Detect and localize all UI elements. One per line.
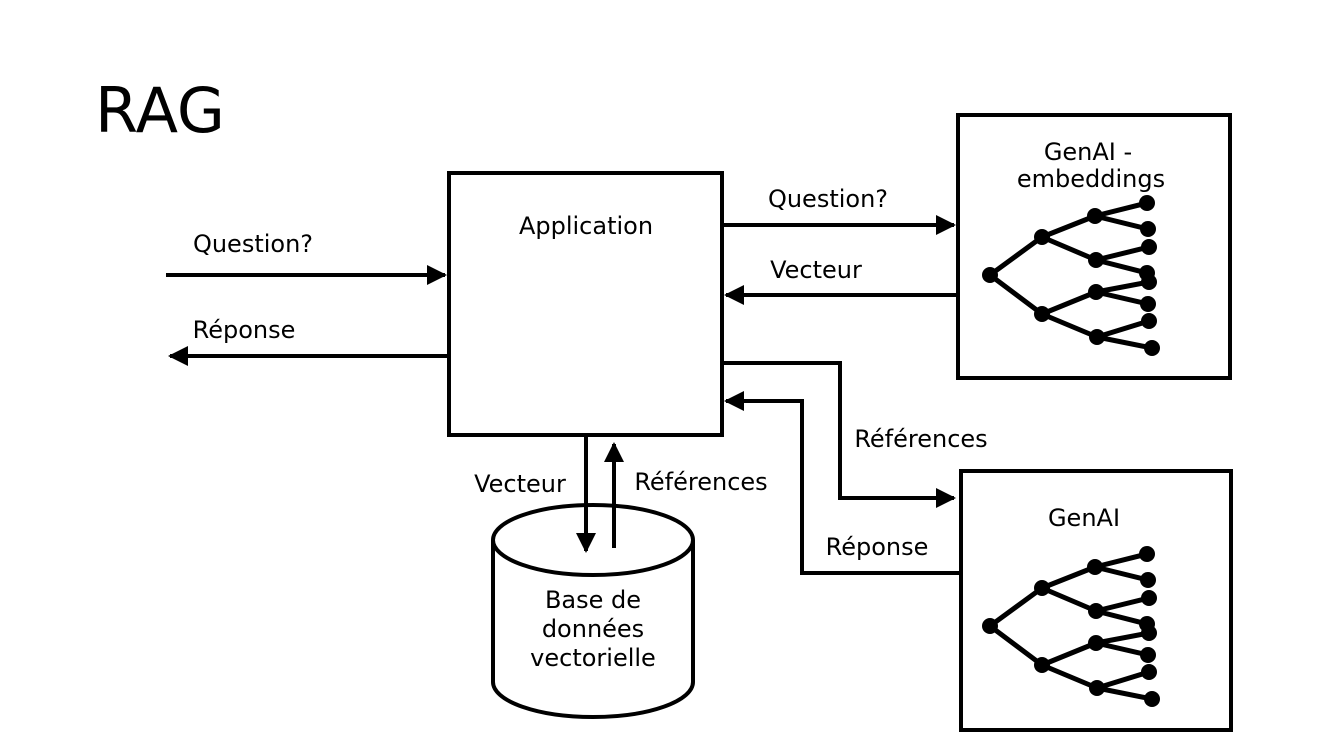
edge-embeddings-vecteur: Vecteur [724, 256, 958, 305]
application-node: Application [447, 171, 724, 437]
user-question-label: Question? [193, 230, 313, 258]
embeddings-vecteur-label: Vecteur [770, 256, 862, 284]
edge-user-question: Question? [166, 230, 447, 285]
vector-db-label-line3: vectorielle [530, 644, 656, 672]
genai-embeddings-label-line2: embeddings [1017, 165, 1165, 193]
vector-db-node: Base de données vectorielle [491, 503, 695, 719]
edge-user-reponse: Réponse [168, 316, 449, 366]
db-references-label: Références [634, 468, 767, 496]
genai-reponse-arrow [724, 391, 961, 575]
edge-genai-reponse: Réponse [724, 391, 961, 575]
embeddings-question-label: Question? [768, 185, 888, 213]
application-box [447, 171, 724, 437]
application-label: Application [519, 212, 653, 240]
genai-references-label: Références [854, 425, 987, 453]
genai-reponse-label: Réponse [826, 533, 929, 561]
page-title: RAG [95, 74, 225, 147]
edge-genai-references: Références [722, 361, 988, 508]
genai-box [959, 469, 1233, 732]
genai-label: GenAI [1048, 504, 1120, 532]
vector-db-label-line1: Base de [545, 586, 641, 614]
genai-node: GenAI [959, 469, 1233, 732]
user-reponse-label: Réponse [193, 316, 296, 344]
database-cylinder-body [491, 540, 695, 719]
edge-db-vecteur: Vecteur [474, 435, 596, 553]
db-vecteur-label: Vecteur [474, 470, 566, 498]
genai-embeddings-label-line1: GenAI - [1044, 138, 1132, 166]
edge-embeddings-question: Question? [722, 185, 956, 235]
edge-db-references: Références [604, 442, 768, 548]
genai-embeddings-node: GenAI - embeddings [956, 113, 1232, 380]
database-cylinder-top [491, 503, 695, 577]
genai-references-arrow [722, 361, 956, 508]
vector-db-label-line2: données [542, 615, 644, 643]
